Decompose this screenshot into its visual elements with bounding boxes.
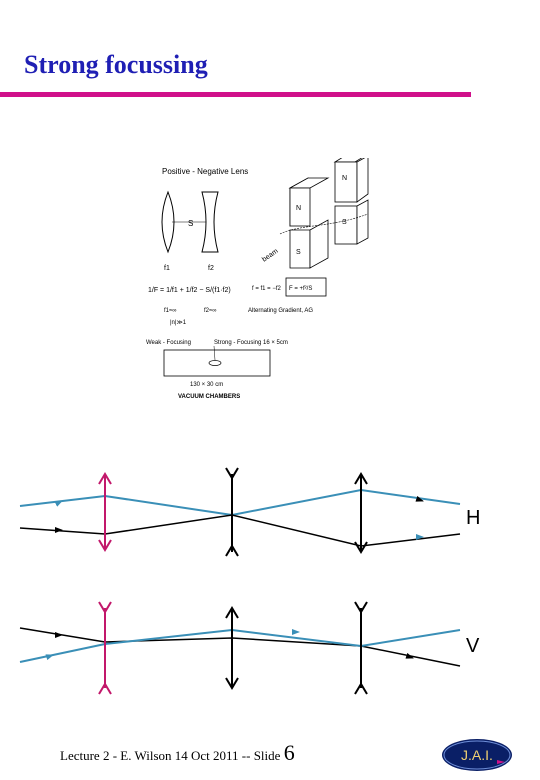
f-equal: f = f1 = −f2 [252,286,282,292]
pole-s-label: S [296,249,301,256]
cond-c: |n|≫1 [170,320,187,326]
strong-focusing-diagram: Positive - Negative Lens S f1 f2 1/F = 1… [146,158,369,400]
weak-focusing-label: Weak - Focusing [146,340,191,346]
h-plane-label: H [466,507,480,529]
slide-number: 6 [283,740,295,765]
title-underline [0,92,471,97]
f2-label: f2 [208,265,214,272]
vertical-lenses [98,601,368,695]
chamber-size: 130 × 30 cm [190,382,223,388]
diverging-lens [201,191,219,253]
f-result: F = +f²/S [289,286,312,292]
ag-label: Alternating Gradient, AG [248,308,313,314]
f1-label: f1 [164,265,170,272]
pole-n-label: N [296,205,301,212]
slide-footer: Lecture 2 - E. Wilson 14 Oct 2011 -- Sli… [60,740,295,766]
pole-s-label-2: S [342,219,347,226]
vacuum-chamber-box [163,349,271,377]
magnet-pair [288,158,369,269]
jai-logo-text: J.A.I. [461,747,493,763]
footer-text: Lecture 2 - E. Wilson 14 Oct 2011 -- Sli… [60,748,281,763]
horizontal-plane-rays [19,488,461,547]
vertical-plane-rays [19,627,461,667]
slide-title: Strong focussing [24,50,208,79]
cond-a: f1≈∞ [164,308,177,314]
strong-chamber-outline [208,360,222,366]
gap-label: S [188,219,193,228]
chambers-caption: VACUUM CHAMBERS [178,394,240,400]
pole-n-label-2: N [342,175,347,182]
converging-lens [161,190,175,254]
horizontal-lenses [98,467,368,557]
lens-formula: 1/F = 1/f1 + 1/f2 − S/(f1·f2) [148,287,231,294]
cond-b: f2≈∞ [204,308,217,314]
v-plane-label: V [466,635,480,657]
lens-heading: Positive - Negative Lens [162,167,248,176]
alternating-gradient-optics: H V [19,467,480,695]
beam-label: beam [261,248,279,264]
strong-focusing-label: Strong - Focusing 16 × 5cm [214,340,288,346]
jai-logo: J.A.I. [442,739,512,771]
